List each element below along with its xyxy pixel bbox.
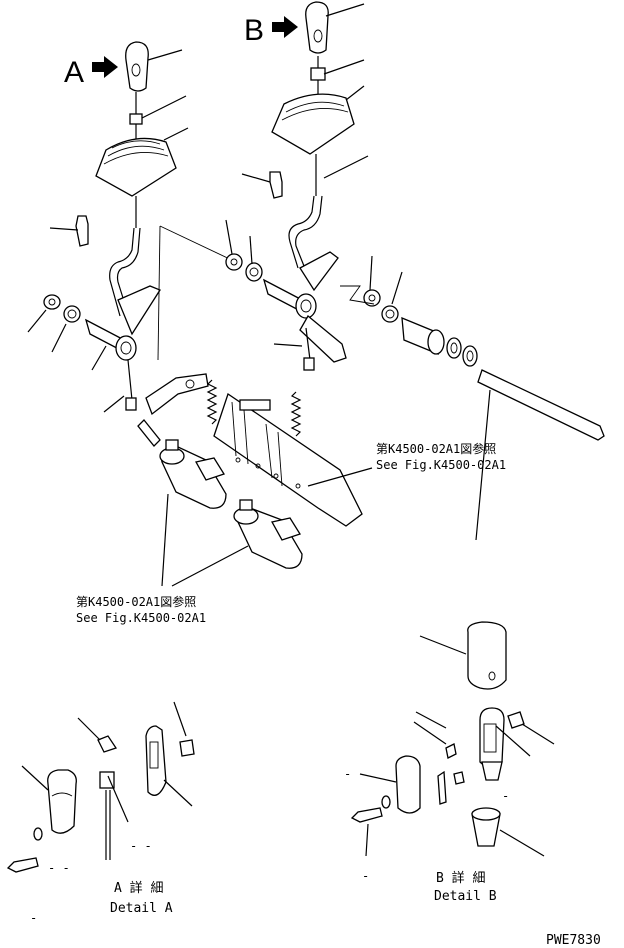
reference-lower-jp: 第K4500-02A1図参照: [76, 594, 196, 609]
bolt-right: [303, 357, 315, 371]
knob-right: [305, 1, 329, 54]
pipe-right: [295, 293, 317, 319]
knob-body-a: [145, 725, 167, 796]
detail-b: - - - B 詳 細 Detail B: [344, 621, 555, 904]
callout-a: A: [64, 56, 84, 89]
detail-a-jp: A 詳 細: [114, 880, 163, 896]
nut-a: [179, 739, 195, 757]
left-lever-assembly: A: [27, 41, 237, 447]
drawing-code: PWE7830: [546, 933, 601, 948]
bushing-6: [381, 305, 399, 323]
grease-nipple-left: [75, 215, 89, 247]
reference-upper-en: See Fig.K4500-02A1: [376, 458, 506, 472]
washer-1: [446, 337, 462, 359]
switch-plate-a: [97, 735, 118, 753]
bracket-right: [299, 251, 339, 292]
dash-3: -: [344, 767, 351, 781]
detail-b-jp: B 詳 細: [436, 870, 485, 886]
screw-a: [6, 857, 39, 873]
dash-6: -: [362, 869, 369, 883]
nut-b: [507, 711, 525, 729]
switch-a: [99, 771, 115, 789]
bolt-left: [125, 397, 137, 411]
knob-half-a: [47, 769, 77, 834]
base-plate: [213, 392, 363, 527]
detail-a: - - - - - A 詳 細 Detail A: [6, 701, 195, 925]
detail-a-en: Detail A: [110, 901, 173, 916]
callout-b: B: [244, 14, 264, 47]
boot-left: [95, 137, 177, 197]
bracket-left: [117, 285, 161, 336]
bushing-4: [245, 262, 263, 282]
bushing-3: [225, 253, 243, 271]
arrow-b-icon: [272, 16, 298, 38]
knob-half-b: [395, 755, 421, 814]
dash-1: - -: [130, 839, 152, 853]
detail-b-en: Detail B: [434, 889, 497, 904]
grease-nipple-right: [269, 171, 283, 199]
screw-b: [350, 807, 383, 823]
washer-b: [381, 795, 391, 809]
dash-5: -: [30, 911, 37, 925]
washer-2: [462, 345, 478, 367]
reference-lower-en: See Fig.K4500-02A1: [76, 611, 206, 625]
arrow-a-icon: [92, 56, 118, 78]
linkage-plate: [145, 373, 209, 416]
pipe-left: [115, 335, 137, 361]
switch-b: [445, 743, 457, 759]
knob-left: [125, 41, 149, 92]
bushing-5: [363, 289, 381, 307]
nut-right: [310, 67, 326, 81]
long-shaft: [477, 369, 605, 441]
reference-upper-jp: 第K4500-02A1図参照: [376, 441, 496, 456]
springs: [206, 379, 302, 437]
dash-2: - -: [48, 861, 70, 875]
dash-4: -: [502, 789, 509, 803]
right-lever-assembly: B: [225, 1, 605, 541]
nut-left: [129, 113, 143, 125]
solenoid-cylinders: [159, 439, 303, 569]
knob-b: [467, 621, 507, 690]
washer-a: [33, 827, 43, 841]
bushing-2: [63, 305, 81, 323]
bushing-1: [43, 294, 61, 310]
